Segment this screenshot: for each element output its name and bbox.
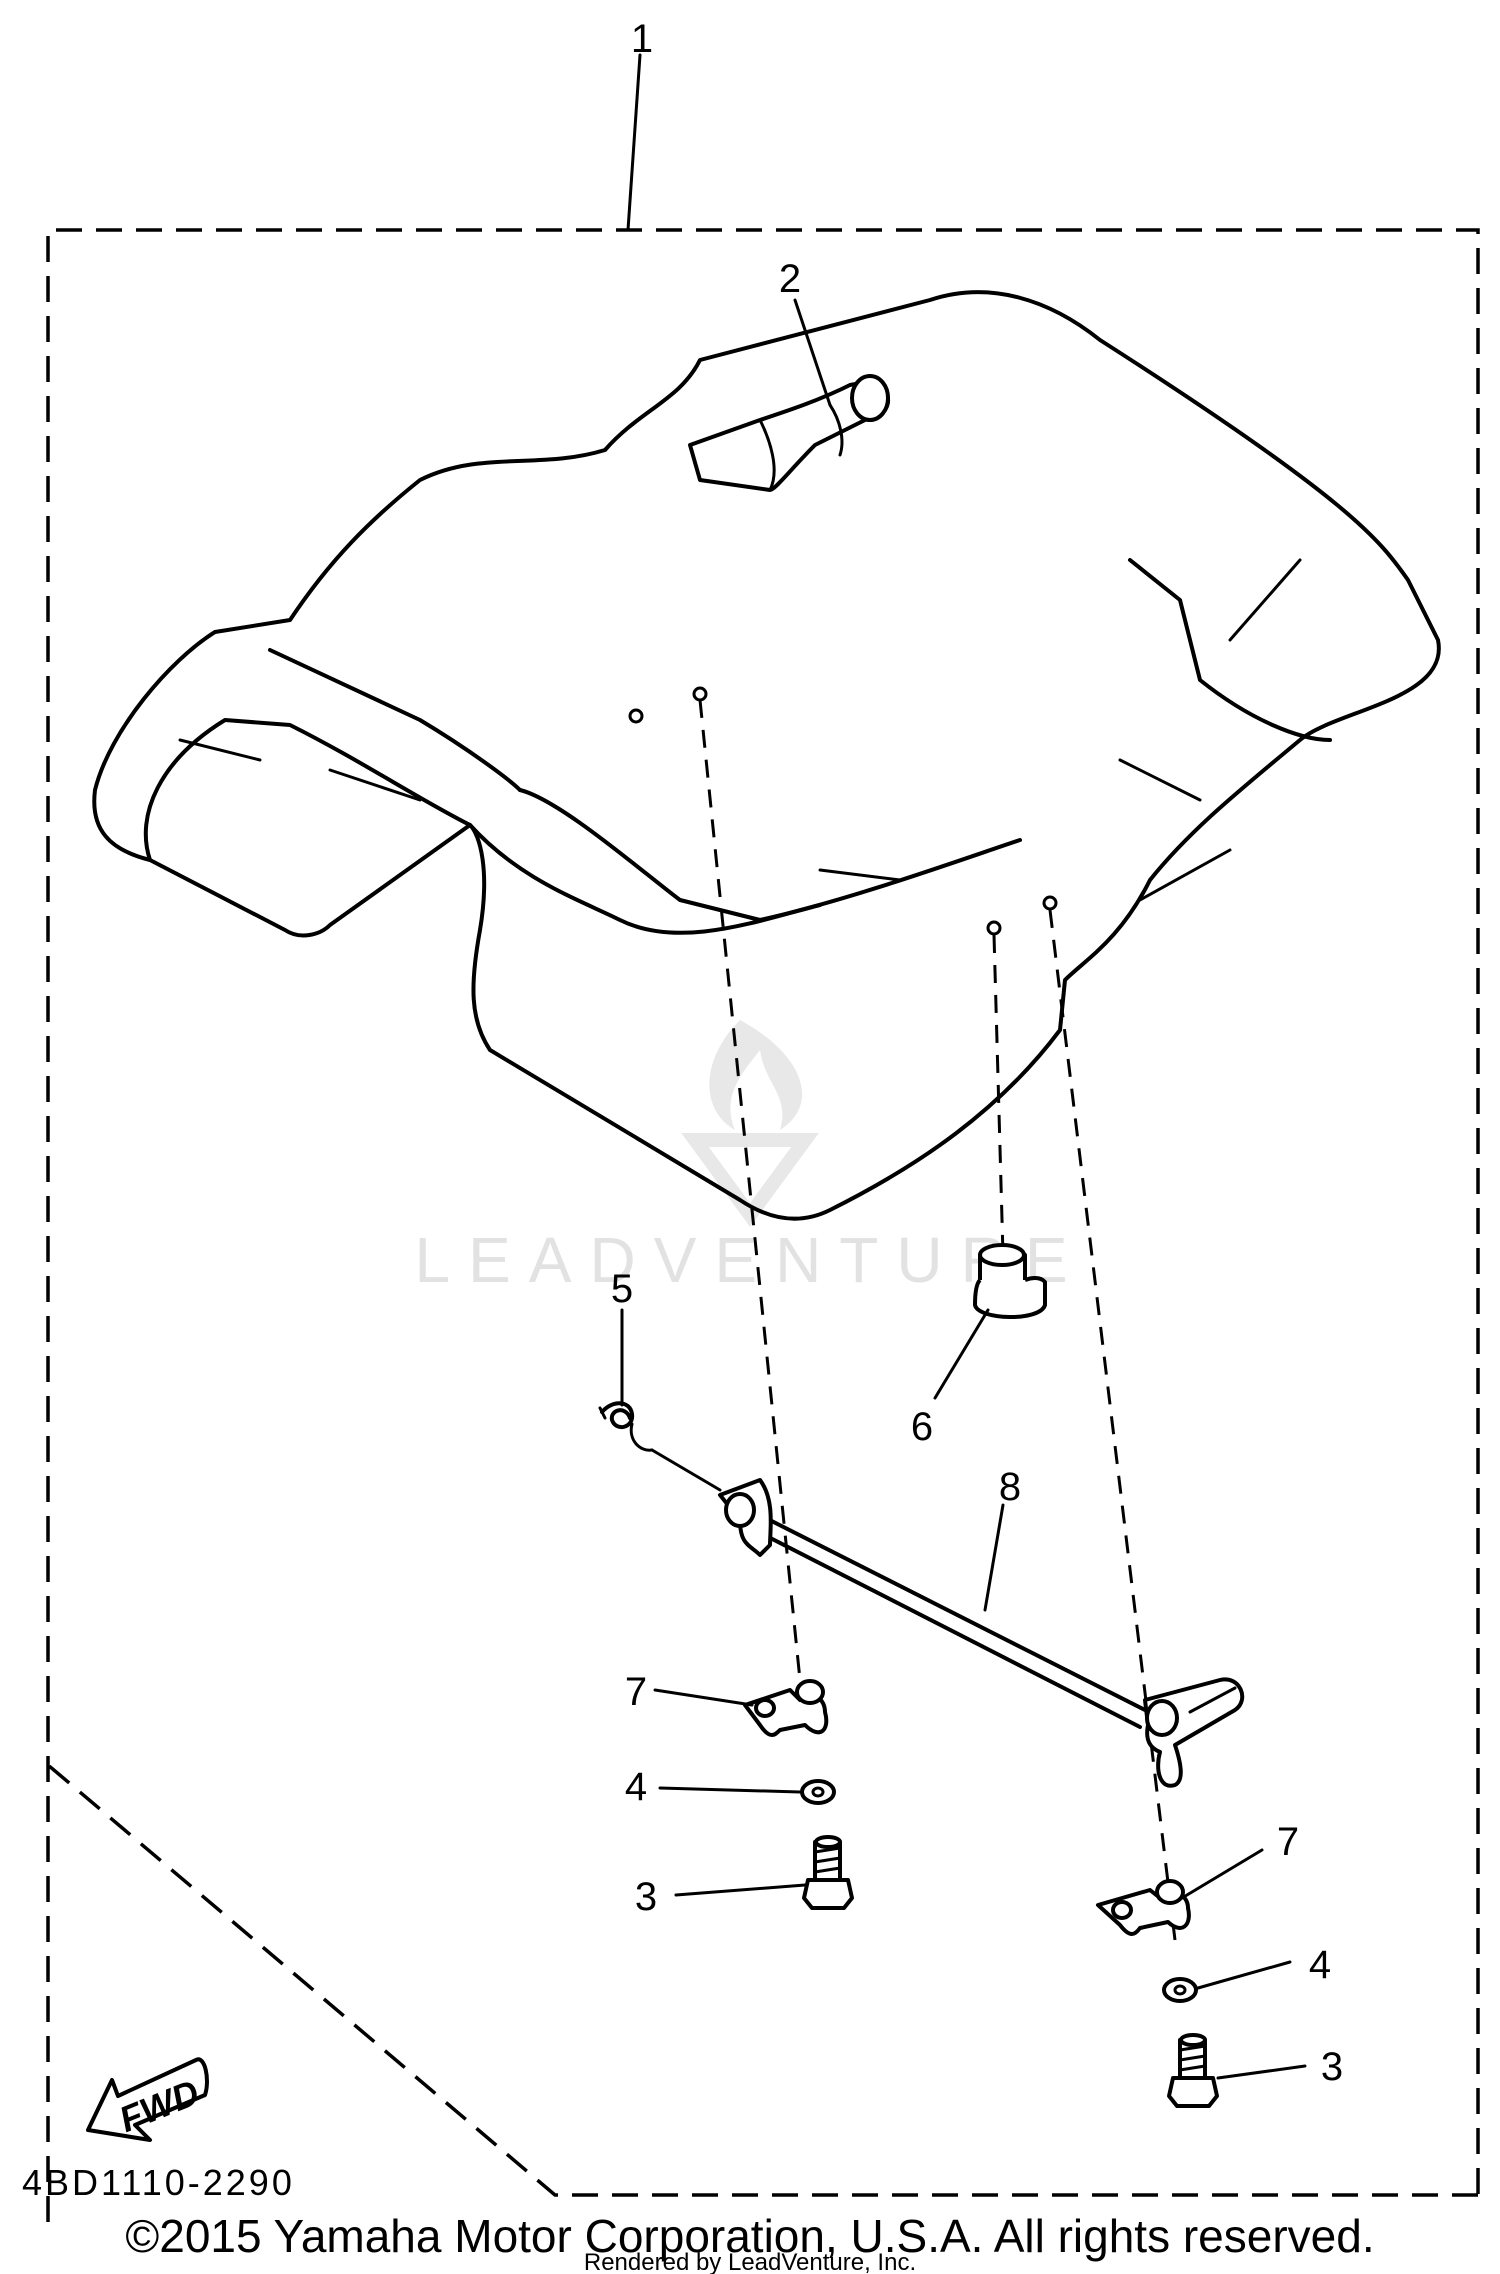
seat-shading-1 [178, 738, 262, 762]
watermark-text: LEADVENTURE [415, 1224, 1086, 1296]
callout-4a-leader [658, 1786, 802, 1794]
callout-3b: 3 [1321, 2045, 1343, 2089]
leadventure-watermark: LEADVENTURE [415, 1020, 1086, 1296]
seat-strap [688, 374, 891, 492]
seat-front-step [468, 823, 822, 935]
callout-6-leader [933, 1308, 990, 1400]
assembly-boundary [46, 228, 1480, 2222]
seat-shading-4 [1228, 558, 1302, 642]
callout-5: 5 [611, 1267, 633, 1311]
callout-3a-leader [674, 1883, 807, 1897]
seat-shading-2 [328, 768, 422, 802]
assembly-line-right [1048, 909, 1177, 1941]
callout-6: 6 [911, 1405, 933, 1449]
watermark-v-icon [681, 1133, 819, 1227]
callout-3b-leader [1216, 2064, 1307, 2080]
seat-top-ridge [268, 648, 522, 792]
mount-hole-3 [986, 920, 1002, 936]
callout-2-leader [793, 298, 832, 407]
mount-hole-1 [628, 708, 644, 724]
fwd-arrow-icon: FWD [86, 2057, 209, 2142]
copyright-notice: ©2015 Yamaha Motor Corporation, U.S.A. A… [125, 2210, 1374, 2262]
callout-7a: 7 [625, 1670, 647, 1714]
seat-side-line [518, 788, 1022, 922]
callout-4b: 4 [1309, 1943, 1331, 1987]
mount-hole-4 [1042, 895, 1058, 911]
washer-right [1162, 1977, 1198, 2003]
callout-7a-leader [653, 1688, 754, 1707]
diagram-code: 4BD1110-2290 [22, 2162, 295, 2203]
callout-7b: 7 [1277, 1820, 1299, 1864]
seat-shading-3 [1118, 758, 1202, 802]
callout-1-leader [626, 53, 642, 232]
callout-4b-leader [1196, 1960, 1292, 1990]
callout-1: 1 [631, 17, 653, 61]
callout-7b-leader [1180, 1848, 1264, 1900]
assembly-line-damper [992, 934, 1005, 1256]
seat-shading-5 [1138, 848, 1232, 902]
callout-8-leader [983, 1503, 1005, 1612]
seat-cushion-edge [143, 718, 472, 862]
washer-left [800, 1779, 836, 1805]
watermark-flame-icon [709, 1020, 803, 1130]
seat-rear-panel [1128, 558, 1332, 742]
callout-3a: 3 [635, 1875, 657, 1919]
callout-8: 8 [999, 1465, 1021, 1509]
bracket-right [1096, 1879, 1191, 1936]
bolt-left [802, 1835, 854, 1910]
bolt-right [1167, 2033, 1219, 2108]
callout-2: 2 [779, 257, 801, 301]
rendered-by-notice: Rendered by LeadVenture, Inc. [584, 2249, 916, 2274]
spring [598, 1401, 722, 1492]
callout-4a: 4 [625, 1765, 647, 1809]
lock-rod [718, 1478, 1245, 1788]
damper [973, 1243, 1047, 1319]
seat-outline [92, 290, 1441, 1221]
bracket-left [743, 1679, 829, 1737]
seat-shading-6 [818, 868, 902, 882]
seat [92, 290, 1441, 1221]
mount-hole-2 [692, 686, 708, 702]
assembly-line-left [698, 699, 802, 1681]
